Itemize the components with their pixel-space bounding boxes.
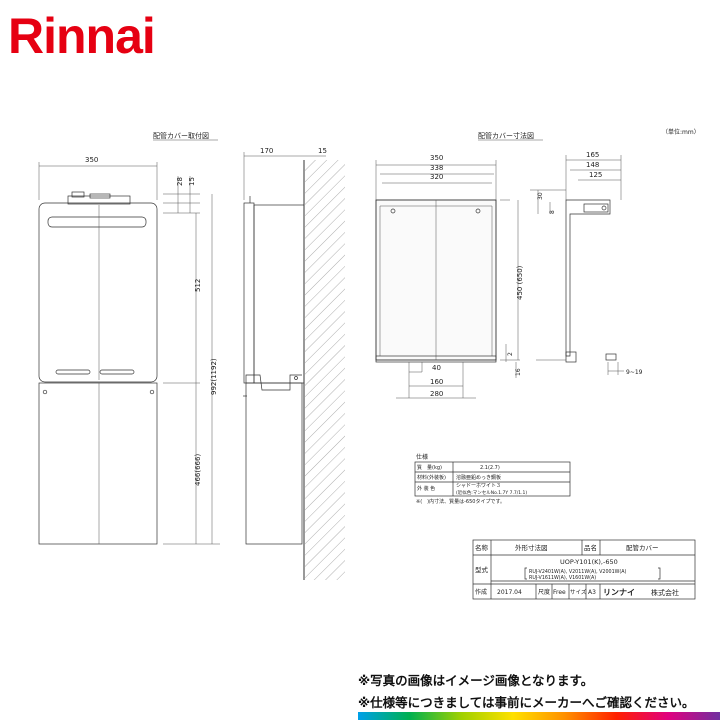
- unit-label: （単位:mm）: [662, 128, 700, 136]
- tb-model-label: 型式: [475, 565, 489, 574]
- dim-top-28: 28: [176, 177, 184, 186]
- spec-footnote: ※( )内寸法、質量は-650タイプです。: [416, 498, 505, 505]
- tb-scale-value: Free: [553, 589, 566, 596]
- dim-total-height: 992(1192): [210, 358, 218, 395]
- dim-side-125: 125: [589, 171, 602, 179]
- tb-date-label: 作成: [475, 588, 487, 596]
- dim-cover-338: 338: [430, 164, 443, 172]
- dim-cover-450: 450 (650): [516, 265, 524, 300]
- front-view: 350 28 15 512 466(666) 992(1192): [38, 156, 220, 545]
- spec-row-label-color: 外 装 色: [417, 485, 435, 492]
- spec-row-value-color-munsell: (近似色:マンセルNo.1.7Y 7.7/1.1): [456, 489, 527, 496]
- spec-title: 仕様: [416, 453, 428, 461]
- water-heater-outline: [38, 202, 158, 383]
- dim-side-9-19: 9~19: [626, 369, 643, 376]
- dim-front-width: 350: [85, 156, 98, 164]
- spec-row-value-weight: 2.1(2.7): [480, 465, 500, 471]
- tb-date-value: 2017.04: [497, 589, 522, 596]
- dim-cover-350: 350: [430, 154, 443, 162]
- tb-model-value: UOP-Y101(K),-650: [560, 558, 618, 566]
- notice-image-disclaimer: ※写真の画像はイメージ画像となります。: [358, 673, 594, 688]
- dim-side-15: 15: [318, 147, 327, 155]
- wall-hatching: [305, 160, 345, 580]
- dim-side-165: 165: [586, 151, 599, 159]
- dim-side-8: 8: [549, 210, 556, 214]
- dim-side-148: 148: [586, 161, 599, 169]
- pipe-cover-outline: [38, 382, 158, 545]
- side-view: 170 15: [243, 147, 345, 580]
- tb-size-label: サイズ: [570, 588, 587, 596]
- spec-row-value-color: シャドーホワイト３: [456, 483, 501, 489]
- rainbow-bar: [358, 712, 720, 720]
- dim-cover-160: 160: [430, 378, 443, 386]
- spec-row-label-weight: 質 量(kg): [417, 464, 442, 471]
- cover-side-view: 165 148 125 30 8 9~19: [530, 151, 643, 376]
- title-block: 名称 外形寸法図 品名 配管カバー 型式 UOP-Y101(K),-650 RU…: [472, 539, 696, 600]
- tb-product-value: 配管カバー: [626, 543, 659, 552]
- dim-466: 466(666): [194, 454, 202, 486]
- spec-row-label-material: 材料(外装板): [417, 474, 446, 481]
- dim-cover-280: 280: [430, 390, 443, 398]
- dim-cover-2: 2: [507, 352, 514, 356]
- cover-front-view: 350 338 320 40 160 280 2 16 450 (650): [375, 154, 524, 399]
- tb-company-suffix: 株式会社: [651, 588, 679, 597]
- tb-name-value: 外形寸法図: [515, 543, 548, 552]
- dim-side-30: 30: [537, 192, 544, 200]
- tb-product-label: 品名: [584, 543, 597, 552]
- rinnai-logo: Rinnai: [8, 8, 156, 64]
- view2-title: 配管カバー寸法図: [478, 131, 534, 140]
- dim-top-15: 15: [188, 177, 196, 186]
- spec-row-value-material: 溶融亜鉛めっき鋼板: [456, 474, 501, 481]
- dim-512: 512: [194, 279, 202, 292]
- tb-size-value: A3: [588, 589, 596, 596]
- heater-top-vent: [47, 216, 147, 228]
- view1-title: 配管カバー取付図: [153, 131, 209, 140]
- dim-cover-320: 320: [430, 173, 443, 181]
- tb-compat-line2: RUJ-V1611W(A), V1601W(A): [529, 575, 596, 581]
- dim-cover-40: 40: [432, 364, 441, 372]
- spec-table: 仕様 質 量(kg) 2.1(2.7) 材料(外装板) 溶融亜鉛めっき鋼板 外 …: [414, 453, 571, 505]
- tb-company-brand: リンナイ: [603, 588, 635, 597]
- dim-cover-16: 16: [515, 368, 522, 376]
- tb-scale-label: 尺度: [538, 588, 550, 596]
- tb-name-label: 名称: [475, 543, 489, 552]
- tb-compat-line1: RUJ-V2401W(A), V2011W(A), V2001W(A): [529, 569, 627, 575]
- dim-side-170: 170: [260, 147, 273, 155]
- notice-spec-confirm: ※仕様等につきましては事前にメーカーへご確認ください。: [358, 695, 695, 710]
